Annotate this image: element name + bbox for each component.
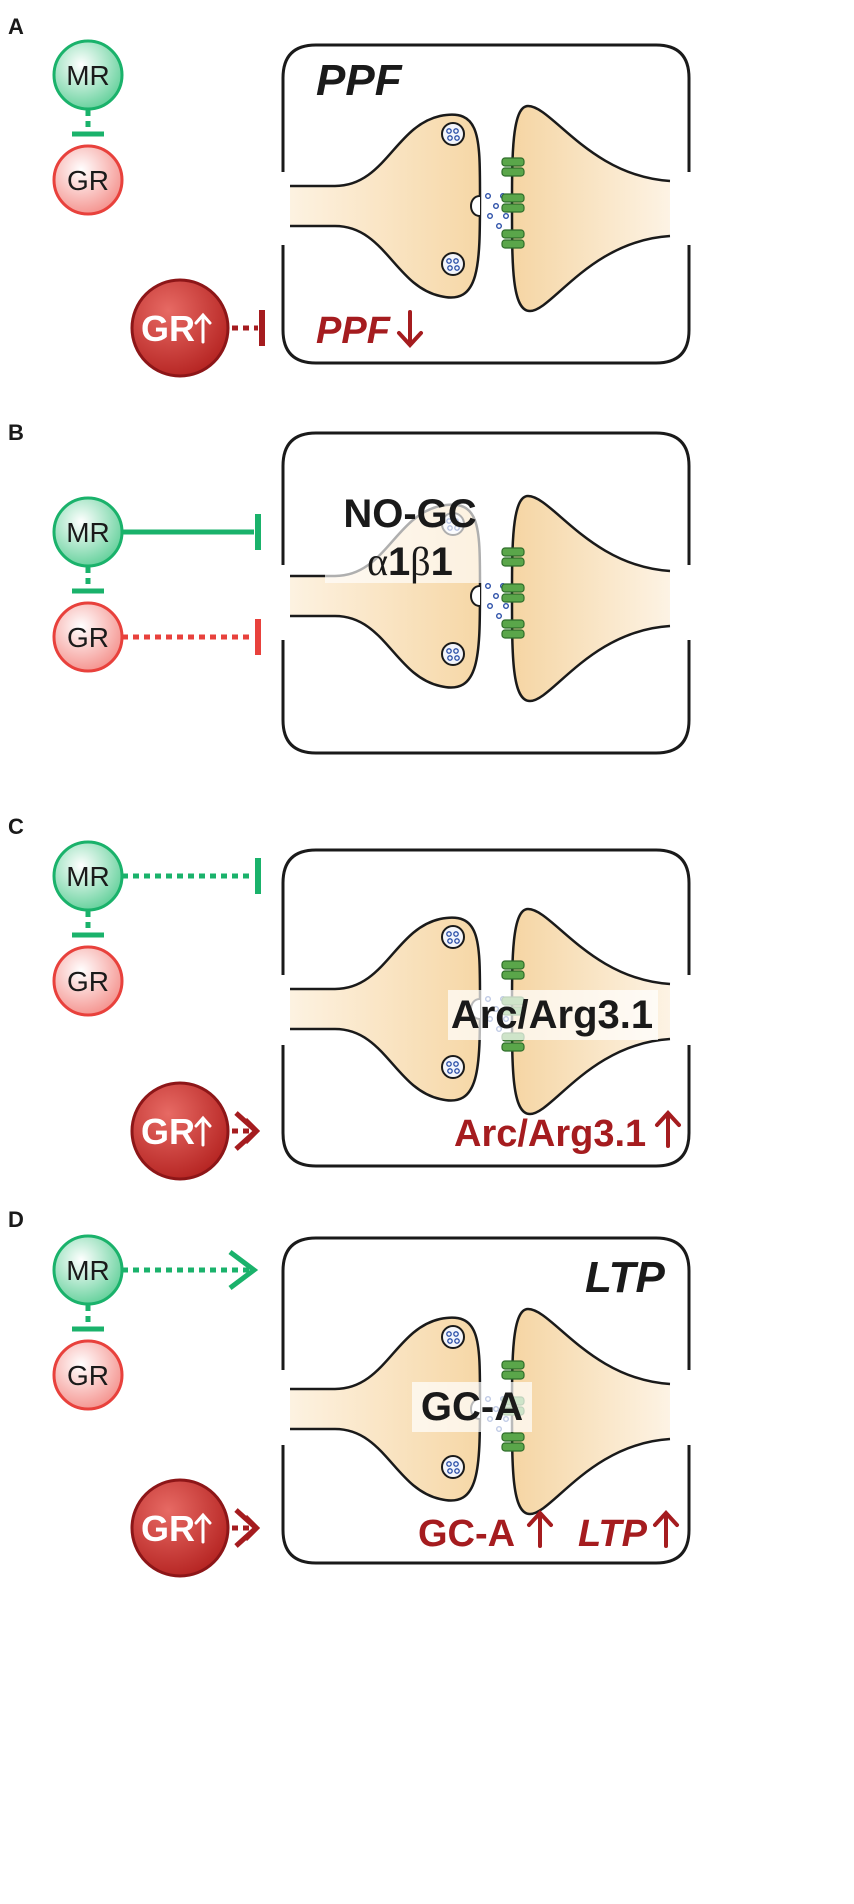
gr-inhibition-link	[122, 619, 261, 655]
mr-label: MR	[66, 1255, 110, 1286]
panel-letter-b: B	[8, 420, 24, 445]
arrow-up-icon	[527, 1510, 553, 1548]
arrow-down-icon	[397, 310, 423, 348]
mr-inhibits-gr-link	[72, 567, 104, 594]
gr-node: GR	[52, 144, 124, 216]
gr-node: GR	[52, 1339, 124, 1411]
effect-arc: Arc/Arg3.1	[454, 1113, 646, 1155]
mr-node: MR	[52, 1234, 124, 1306]
mr-node: MR	[52, 496, 124, 568]
panel-letter-d: D	[8, 1207, 24, 1232]
gr-up-label: GR	[141, 308, 195, 349]
mr-node: MR	[52, 39, 124, 111]
arrow-up-icon	[194, 312, 212, 344]
gr-label: GR	[67, 1360, 109, 1391]
gc-a-label: GC-A	[421, 1385, 523, 1429]
box-title-ppf: PPF	[316, 56, 403, 105]
synapse-box: NO-GC α1β1	[281, 431, 691, 755]
mr-label: MR	[66, 517, 110, 548]
gr-label: GR	[67, 622, 109, 653]
mr-activation-link	[122, 1250, 259, 1290]
mr-inhibition-link	[122, 514, 261, 550]
synapse-box: LTP GC-A GC-A LTP	[281, 1236, 691, 1565]
gr-label: GR	[67, 165, 109, 196]
synapse-box: PPF PPF	[281, 43, 691, 365]
effect-ppf: PPF	[316, 310, 392, 352]
panel-c: C MR GR GR	[8, 814, 691, 1181]
mr-inhibits-gr-link	[72, 911, 104, 938]
mr-inhibits-gr-link	[72, 1305, 104, 1332]
box-title-ltp: LTP	[585, 1253, 665, 1302]
panel-letter-c: C	[8, 814, 24, 839]
gr-up-node: GR	[130, 278, 230, 378]
mr-inhibition-link	[122, 858, 261, 894]
gr-up-label: GR	[141, 1111, 195, 1152]
synapse-box: Arc/Arg3.1 Arc/Arg3.1	[281, 848, 691, 1168]
mr-label: MR	[66, 861, 110, 892]
mr-inhibits-gr-link	[72, 110, 104, 137]
arrow-up-icon	[194, 1512, 212, 1544]
gr-activation-link	[232, 1508, 261, 1548]
mr-node: MR	[52, 840, 124, 912]
panel-letter-a: A	[8, 14, 24, 39]
gr-up-node: GR	[130, 1478, 230, 1578]
alpha1beta1-label: α1β1	[367, 539, 453, 584]
panel-a: A MR GR GR PPF	[8, 14, 691, 378]
arrow-up-icon	[653, 1510, 679, 1548]
gr-label: GR	[67, 966, 109, 997]
mr-label: MR	[66, 60, 110, 91]
arrow-up-icon	[655, 1110, 681, 1148]
panel-b: B MR GR NO-GC α1β1	[8, 420, 691, 755]
panel-d: D MR GR GR	[8, 1207, 691, 1578]
gr-node: GR	[52, 945, 124, 1017]
effect-ltp: LTP	[578, 1513, 648, 1555]
gr-inhibition-link	[232, 310, 265, 346]
no-gc-label: NO-GC	[343, 492, 476, 536]
gr-up-node: GR	[130, 1081, 230, 1181]
arc-label: Arc/Arg3.1	[451, 993, 653, 1037]
arrow-up-icon	[194, 1115, 212, 1147]
effect-gc-a: GC-A	[418, 1513, 515, 1555]
gr-up-label: GR	[141, 1508, 195, 1549]
gr-node: GR	[52, 601, 124, 673]
gr-activation-link	[232, 1111, 261, 1151]
